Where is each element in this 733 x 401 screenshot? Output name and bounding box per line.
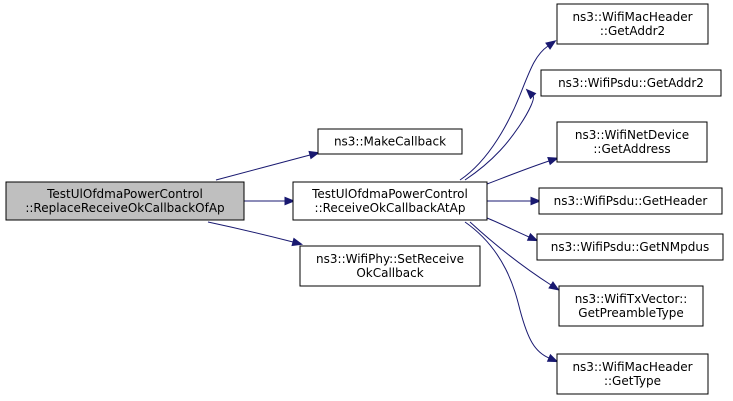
edge-arrowhead: [291, 237, 304, 247]
edge-arrowhead: [545, 40, 557, 50]
edge-line: [207, 221, 294, 243]
node-label-line: ns3::WifiPsdu::GetNMpdus: [551, 240, 709, 254]
node-net-addr[interactable]: ns3::WifiNetDevice::GetAddress: [556, 121, 708, 163]
edge-recv-ok-to-psdu-header: [487, 196, 542, 206]
edge-arrowhead: [284, 196, 296, 206]
node-label-line: ::ReplaceReceiveOkCallbackOfAp: [25, 201, 224, 215]
node-box[interactable]: [299, 245, 481, 287]
node-label-line: ns3::WifiMacHeader: [572, 10, 692, 24]
node-label-line: GetPreambleType: [578, 306, 683, 320]
edge-recv-ok-to-tx-preamble: [469, 221, 560, 291]
edge-root-to-make-cb: [215, 150, 320, 181]
node-label-line: TestUlOfdmaPowerControl: [46, 187, 203, 201]
edge-recv-ok-to-mac-addr2: [459, 40, 557, 181]
edge-line: [215, 154, 311, 181]
edge-arrowhead: [526, 232, 539, 242]
edge-line: [486, 217, 530, 238]
edge-arrowhead: [546, 353, 559, 363]
node-label-line: ::GetAddr2: [600, 24, 665, 38]
node-label-line: ns3::MakeCallback: [334, 135, 446, 149]
edge-recv-ok-to-psdu-addr2: [464, 88, 537, 181]
node-box[interactable]: [556, 353, 709, 395]
node-mac-addr2[interactable]: ns3::WifiMacHeader::GetAddr2: [556, 3, 709, 45]
node-box[interactable]: [5, 181, 245, 221]
node-label-line: ::GetType: [604, 374, 661, 388]
node-mac-type[interactable]: ns3::WifiMacHeader::GetType: [556, 353, 709, 395]
edge-line: [486, 160, 550, 185]
edge-arrowhead: [548, 281, 560, 291]
edge-arrowhead: [530, 196, 542, 206]
node-label-line: TestUlOfdmaPowerControl: [311, 187, 468, 201]
edge-recv-ok-to-psdu-nmpdus: [486, 217, 539, 242]
node-label-line: ::ReceiveOkCallbackAtAp: [315, 201, 466, 215]
node-label-line: ns3::WifiPhy::SetReceive: [316, 252, 464, 266]
node-label-line: ns3::WifiTxVector::: [575, 292, 688, 306]
node-psdu-addr2[interactable]: ns3::WifiPsdu::GetAddr2: [540, 69, 722, 97]
node-box[interactable]: [536, 233, 724, 261]
node-make-cb[interactable]: ns3::MakeCallback: [317, 128, 463, 155]
node-label-line: ns3::WifiPsdu::GetHeader: [554, 194, 708, 208]
edge-arrowhead: [525, 88, 537, 100]
node-box[interactable]: [317, 128, 463, 155]
edge-line: [459, 45, 549, 181]
node-box[interactable]: [556, 3, 709, 45]
node-box[interactable]: [558, 285, 704, 327]
edge-arrowhead: [308, 150, 320, 160]
edge-recv-ok-to-net-addr: [486, 157, 559, 185]
edge-line: [464, 95, 534, 181]
node-psdu-nmpdus[interactable]: ns3::WifiPsdu::GetNMpdus: [536, 233, 724, 261]
node-tx-preamble[interactable]: ns3::WifiTxVector::GetPreambleType: [558, 285, 704, 327]
node-label-line: ns3::WifiNetDevice: [575, 128, 689, 142]
node-psdu-header[interactable]: ns3::WifiPsdu::GetHeader: [538, 187, 723, 215]
edge-arrowhead: [547, 157, 559, 166]
node-box[interactable]: [540, 69, 722, 97]
node-root[interactable]: TestUlOfdmaPowerControl::ReplaceReceiveO…: [5, 181, 245, 221]
node-label-line: ::GetAddress: [593, 142, 670, 156]
call-graph-edges: [207, 40, 560, 363]
call-graph-nodes: TestUlOfdmaPowerControl::ReplaceReceiveO…: [5, 3, 724, 395]
node-recv-ok[interactable]: TestUlOfdmaPowerControl::ReceiveOkCallba…: [292, 181, 488, 221]
node-label-line: OkCallback: [356, 266, 423, 280]
edge-line: [464, 221, 550, 359]
node-label-line: ns3::WifiPsdu::GetAddr2: [558, 76, 704, 90]
node-box[interactable]: [538, 187, 723, 215]
edge-line: [469, 221, 552, 286]
edge-root-to-recv-ok: [244, 196, 296, 206]
edge-recv-ok-to-mac-type: [464, 221, 559, 363]
node-box[interactable]: [292, 181, 488, 221]
edge-root-to-set-recv: [207, 221, 304, 247]
node-label-line: ns3::WifiMacHeader: [572, 360, 692, 374]
node-box[interactable]: [556, 121, 708, 163]
